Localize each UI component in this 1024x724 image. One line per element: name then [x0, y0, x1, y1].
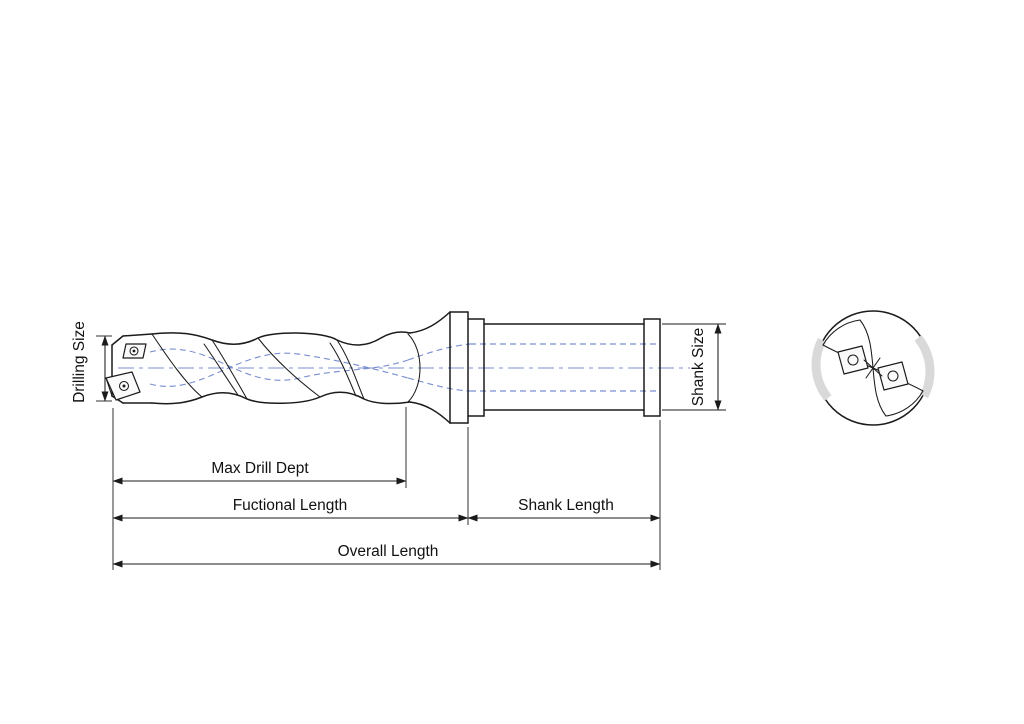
flute-body [151, 331, 411, 405]
label-overall-length: Overall Length [338, 543, 439, 560]
drill-head [105, 333, 153, 404]
top-insert-screw [129, 346, 139, 356]
coolant-hidden-lines [149, 343, 656, 392]
bottom-insert-screw [118, 380, 130, 392]
dimensions: Drilling Size Shank Size Max Drill Dept … [71, 321, 726, 570]
label-drilling-size: Drilling Size [71, 321, 88, 403]
drill-side-view [105, 311, 690, 424]
dim-overall-length: Overall Length [112, 543, 661, 568]
dim-shank-length: Shank Length [467, 497, 661, 522]
dim-shank-size: Shank Size [662, 323, 726, 411]
label-shank-size: Shank Size [690, 328, 707, 406]
label-functional-length: Fuctional Length [233, 497, 348, 514]
end-view-insert-left [837, 345, 869, 375]
end-view-insert-right [877, 361, 909, 391]
label-shank-length: Shank Length [518, 497, 614, 514]
dim-max-drill-depth: Max Drill Dept [112, 460, 407, 485]
dim-drilling-size: Drilling Size [71, 321, 112, 403]
label-max-drill-depth: Max Drill Dept [211, 460, 309, 477]
flange-collar [407, 311, 469, 424]
end-view [811, 310, 935, 426]
shank [467, 318, 661, 417]
dim-functional-length: Fuctional Length [112, 497, 469, 522]
